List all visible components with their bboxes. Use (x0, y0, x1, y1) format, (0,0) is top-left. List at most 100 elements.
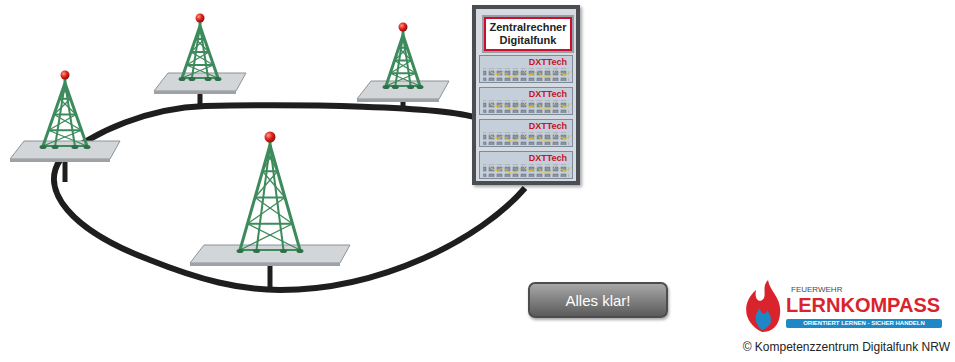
tower-brace (395, 48, 408, 61)
module-brand: DXTTech (527, 57, 569, 67)
tower-brace (187, 65, 219, 78)
tower-brace (191, 39, 205, 52)
tower-foot (392, 85, 399, 89)
copyright-note: © Kompetenzzentrum Digitalfunk NRW (743, 340, 950, 354)
tower-brace (248, 198, 286, 224)
tower-crossbar (255, 197, 285, 199)
tower-brace (386, 73, 416, 86)
tower-crossbar (182, 77, 218, 79)
tower-platform-edge (154, 91, 236, 94)
tower-foot (215, 77, 222, 81)
radio-towers (10, 14, 449, 267)
button-label: Alles klar! (565, 292, 630, 309)
patch-cable (556, 101, 572, 107)
tower-foot (383, 85, 390, 89)
patch-cable (505, 135, 521, 142)
tower-platform (10, 141, 120, 159)
tower-brace (54, 115, 82, 131)
port-row (483, 132, 569, 145)
tower-foot (84, 145, 91, 149)
patch-cable (488, 165, 504, 171)
confirm-button: Alles klar! (528, 282, 668, 318)
patch-cable (505, 103, 521, 110)
patch-cable (522, 69, 538, 75)
tower-link (268, 266, 273, 290)
patch-cable (522, 165, 538, 171)
tower-crossbar (54, 114, 76, 116)
server-rack: Zentralrechner DigitalfunkDXTTechDXTTech… (472, 5, 580, 185)
tower-platform (357, 81, 449, 99)
port-row (483, 164, 569, 177)
tower-link (198, 92, 203, 107)
module-brand: DXTTech (527, 89, 569, 99)
tower-beacon (265, 132, 276, 143)
tower-crossbar (49, 129, 82, 131)
patch-cable (539, 135, 555, 142)
radio-tower (154, 14, 246, 95)
tower-foot (253, 249, 260, 253)
rack-module: DXTTech (479, 87, 573, 115)
tower-brace (390, 73, 420, 86)
tower-foot (237, 249, 244, 253)
radio-tower (10, 71, 120, 163)
tower-brace (240, 224, 293, 250)
tower-platform-edge (190, 263, 340, 266)
rack-module: DXTTech (479, 119, 573, 147)
radio-tower (190, 132, 350, 267)
tower-brace (268, 153, 278, 171)
patch-cable (556, 133, 572, 139)
tower-foot (52, 145, 59, 149)
tower-foot (179, 77, 186, 81)
patch-cable (539, 71, 555, 78)
tower-brace (390, 61, 411, 74)
tower-platform (154, 73, 246, 91)
patch-cable (505, 167, 521, 174)
patch-cable (522, 101, 538, 107)
tower-brace (255, 198, 293, 224)
tower-brace (43, 130, 82, 146)
radio-tower (357, 23, 449, 103)
tower-platform-edge (357, 99, 439, 102)
tower-beacon (196, 14, 205, 23)
tower-platform (190, 245, 350, 263)
flame-core (756, 308, 771, 330)
tower-brace (60, 88, 67, 99)
port-row (483, 100, 569, 113)
tower-link (63, 160, 68, 182)
tower-foot (407, 85, 414, 89)
tower-brace (191, 52, 214, 65)
tower-brace (248, 224, 301, 250)
tower-brace (54, 99, 71, 115)
tower-brace (402, 39, 408, 48)
tower-crossbar (395, 60, 412, 62)
patch-cable (539, 167, 555, 174)
flame (746, 280, 780, 332)
patch-cable (556, 165, 572, 171)
tower-foot (71, 145, 78, 149)
tower-brace (395, 61, 416, 74)
tower-crossbar (43, 145, 87, 147)
tower-brace (196, 30, 202, 39)
tower-beacon (61, 71, 70, 80)
port-row (483, 68, 569, 81)
rack-title: Zentralrechner Digitalfunk (484, 17, 572, 51)
tower-brace (49, 130, 88, 146)
logo-tagline: ORIENTIERT LERNEN - SICHER HANDELN (786, 319, 942, 328)
tower-beacon (399, 23, 408, 32)
tower-crossbar (386, 85, 420, 87)
rack-module: DXTTech (479, 151, 573, 179)
tower-brace (255, 171, 278, 197)
module-brand: DXTTech (527, 153, 569, 163)
patch-cable (556, 69, 572, 75)
patch-cable (488, 133, 504, 139)
tower-foot (188, 77, 195, 81)
tower-platform-edge (10, 159, 110, 162)
tower-brace (49, 115, 77, 131)
tower-crossbar (248, 223, 293, 225)
tower-foot (40, 145, 47, 149)
tower-brace (187, 52, 210, 65)
tower-brace (182, 65, 214, 78)
tower-brace (63, 88, 70, 99)
tower-crossbar (191, 51, 209, 53)
